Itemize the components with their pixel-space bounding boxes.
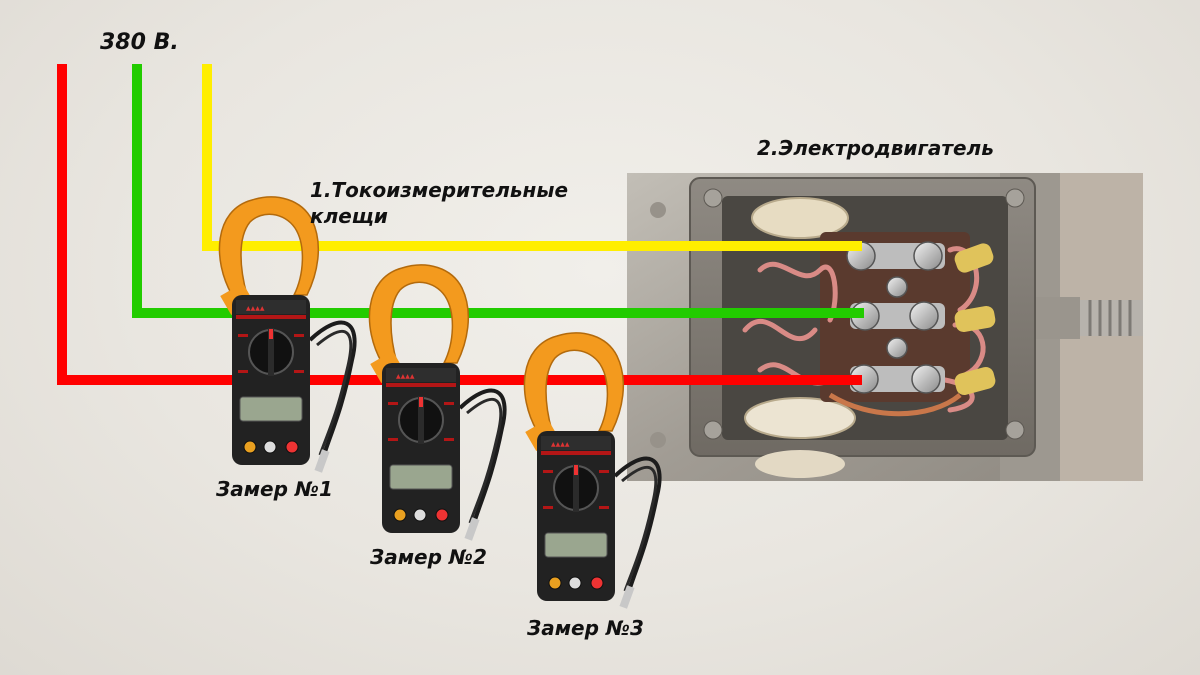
measure-1-label: Замер №1 (216, 477, 333, 501)
wire-green (132, 64, 864, 318)
clamp-meters-label-line2: клещи (310, 204, 388, 228)
voltage-label: 380 В. (100, 30, 179, 55)
measure-3-label: Замер №3 (527, 616, 644, 640)
measure-2-label: Замер №2 (370, 545, 487, 569)
motor-label: 2.Электродвигатель (757, 136, 994, 160)
clamp-meters-label: 1.Токоизмерительные клещи (310, 177, 568, 229)
wire-yellow (202, 64, 862, 251)
motor-terminal-box-icon (627, 173, 1143, 481)
clamp-meters-label-line1: 1.Токоизмерительные (310, 178, 569, 202)
clamp-meter-icon (217, 194, 357, 475)
clamp-meter-icon (367, 262, 507, 543)
wire-red (57, 64, 862, 385)
